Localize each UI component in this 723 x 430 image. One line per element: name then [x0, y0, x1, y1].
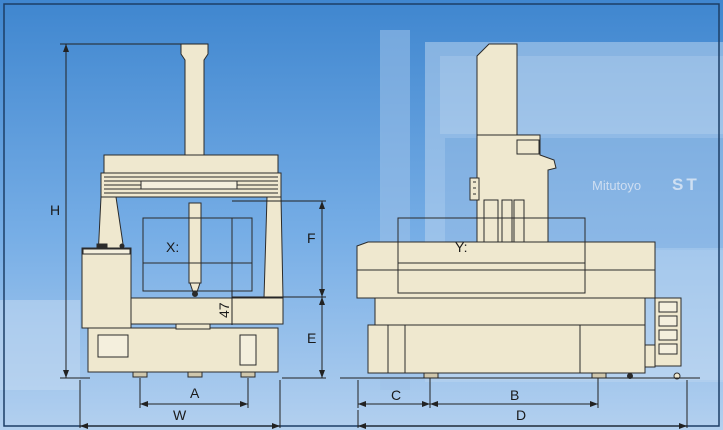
dimension-label-e: E	[307, 330, 316, 346]
side-column	[476, 43, 518, 136]
dimension-label-h: H	[50, 202, 60, 218]
front-table	[130, 297, 284, 325]
side-dimension-arrows	[358, 401, 687, 429]
front-control-box	[81, 247, 132, 329]
dimension-label-x: X:	[166, 239, 179, 255]
dimension-label-c: C	[391, 387, 401, 403]
dimension-label-w: W	[173, 407, 187, 423]
front-view-machine	[81, 43, 284, 378]
side-base	[367, 324, 646, 374]
front-beam-top	[103, 154, 279, 174]
side-measuring-range	[397, 217, 586, 294]
background-brand-text: Mitutoyo	[592, 178, 641, 193]
front-dimension-arrows	[63, 44, 325, 429]
dimension-label-b: B	[510, 387, 519, 403]
dimension-label-47: 47	[216, 302, 232, 318]
front-right-leg	[263, 196, 284, 299]
background-model-text: ST	[672, 175, 700, 194]
side-dimension-lines	[340, 377, 700, 428]
front-spindle	[188, 202, 202, 284]
side-bed	[374, 297, 646, 326]
dimension-label-y: Y:	[455, 239, 467, 255]
side-view-machine	[356, 43, 682, 380]
front-column	[180, 43, 209, 156]
dimension-label-d: D	[516, 407, 526, 423]
dimension-label-f: F	[307, 230, 316, 246]
dimension-label-a: A	[190, 385, 200, 401]
front-measuring-range	[142, 217, 253, 292]
